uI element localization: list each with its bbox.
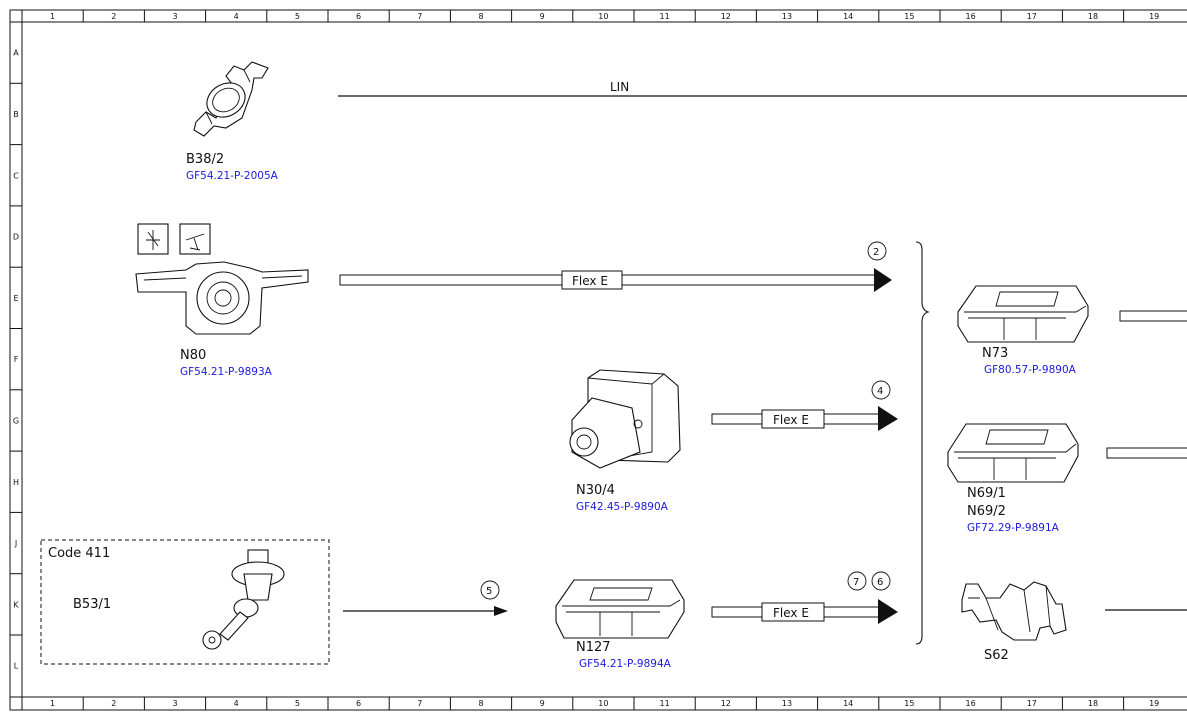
column-label-bottom: 16 xyxy=(966,699,976,708)
column-label-top: 7 xyxy=(417,12,422,21)
n127-flexe-label: Flex E xyxy=(773,606,809,620)
row-label: D xyxy=(13,233,19,242)
column-label-bottom: 15 xyxy=(904,699,914,708)
column-label-bottom: 9 xyxy=(540,699,545,708)
n127-device-icon xyxy=(555,579,685,639)
column-ruler: 1122334455667788991010111112121313141415… xyxy=(21,10,1159,710)
column-label-bottom: 1 xyxy=(50,699,55,708)
n80-flexe-connection: Flex E 2 xyxy=(339,241,892,292)
group-brace xyxy=(915,241,930,645)
n80-ref-link[interactable]: GF54.21-P-9893A xyxy=(180,366,273,378)
column-label-bottom: 11 xyxy=(660,699,670,708)
column-label-top: 12 xyxy=(721,12,731,21)
s62-device-icon xyxy=(961,581,1067,641)
n127-flexe-num-1: 7 xyxy=(853,577,859,588)
lin-bus-label: LIN xyxy=(610,80,629,94)
n30-4-ref-link[interactable]: GF42.45-P-9890A xyxy=(576,501,669,513)
n69-device-icon xyxy=(947,423,1079,483)
column-label-bottom: 2 xyxy=(111,699,116,708)
column-label-top: 2 xyxy=(111,12,116,21)
n73-device-icon xyxy=(957,285,1089,343)
column-label-bottom: 4 xyxy=(234,699,239,708)
row-label: G xyxy=(13,416,19,425)
column-label-top: 1 xyxy=(50,12,55,21)
sheet-frame xyxy=(9,9,1187,711)
b53-1-connection-num: 5 xyxy=(486,586,492,597)
b38-2-ref-link[interactable]: GF54.21-P-2005A xyxy=(186,170,279,182)
column-label-top: 3 xyxy=(172,12,177,21)
column-label-bottom: 7 xyxy=(417,699,422,708)
n80-code: N80 xyxy=(180,348,206,363)
code-411-box xyxy=(40,539,330,665)
s62-code: S62 xyxy=(984,648,1009,663)
column-label-top: 5 xyxy=(295,12,300,21)
column-label-bottom: 6 xyxy=(356,699,361,708)
column-label-top: 10 xyxy=(598,12,608,21)
row-label: C xyxy=(13,171,19,180)
column-label-bottom: 17 xyxy=(1027,699,1037,708)
row-label: L xyxy=(14,662,19,671)
row-label: K xyxy=(13,600,19,609)
n73-ref-link[interactable]: GF80.57-P-9890A xyxy=(984,364,1077,376)
column-label-top: 9 xyxy=(540,12,545,21)
row-label: F xyxy=(14,355,19,364)
n127-code: N127 xyxy=(576,640,611,655)
column-label-bottom: 18 xyxy=(1088,699,1098,708)
row-label: A xyxy=(13,49,19,58)
n73-code: N73 xyxy=(982,346,1008,361)
n69-output-line xyxy=(1106,447,1187,459)
n73-output-line xyxy=(1119,310,1187,322)
row-ruler: A B C D E F G H J K L xyxy=(10,21,22,671)
column-label-bottom: 10 xyxy=(598,699,608,708)
n127-flexe-num-2: 6 xyxy=(877,577,883,588)
column-label-top: 13 xyxy=(782,12,792,21)
n80-device-icon xyxy=(135,261,309,335)
b53-1-device-icon xyxy=(202,549,285,650)
column-label-bottom: 5 xyxy=(295,699,300,708)
column-label-bottom: 3 xyxy=(172,699,177,708)
b53-1-code: B53/1 xyxy=(73,597,111,612)
column-label-top: 17 xyxy=(1027,12,1037,21)
n127-flexe-connection: Flex E 7 6 xyxy=(711,571,898,624)
column-label-top: 18 xyxy=(1088,12,1098,21)
column-label-bottom: 14 xyxy=(843,699,853,708)
n69-ref-link[interactable]: GF72.29-P-9891A xyxy=(967,522,1060,534)
b38-2-code: B38/2 xyxy=(186,152,224,167)
column-label-top: 11 xyxy=(660,12,670,21)
b38-2-device-icon xyxy=(193,61,269,137)
b53-1-connection: 5 xyxy=(343,580,508,616)
column-label-bottom: 12 xyxy=(721,699,731,708)
n30-4-device-icon xyxy=(569,369,681,469)
column-label-top: 6 xyxy=(356,12,361,21)
n127-ref-link[interactable]: GF54.21-P-9894A xyxy=(579,658,672,670)
column-label-top: 4 xyxy=(234,12,239,21)
n69-1-code: N69/1 xyxy=(967,486,1006,501)
column-label-top: 8 xyxy=(478,12,483,21)
n80-function-icons xyxy=(137,223,211,255)
n30-4-flexe-num: 4 xyxy=(877,386,883,397)
n80-flexe-num: 2 xyxy=(873,247,879,258)
column-label-bottom: 19 xyxy=(1149,699,1159,708)
n30-4-flexe-connection: Flex E 4 xyxy=(711,380,898,431)
n80-flexe-label: Flex E xyxy=(572,274,608,288)
n30-4-code: N30/4 xyxy=(576,483,615,498)
row-label: E xyxy=(13,294,18,303)
column-label-top: 15 xyxy=(904,12,914,21)
code-411-title: Code 411 xyxy=(48,546,110,561)
n30-4-flexe-label: Flex E xyxy=(773,413,809,427)
column-label-top: 19 xyxy=(1149,12,1159,21)
row-label: J xyxy=(14,539,17,548)
column-label-bottom: 8 xyxy=(478,699,483,708)
n69-2-code: N69/2 xyxy=(967,504,1006,519)
column-label-top: 16 xyxy=(966,12,976,21)
column-label-top: 14 xyxy=(843,12,853,21)
column-label-bottom: 13 xyxy=(782,699,792,708)
row-label: B xyxy=(13,110,19,119)
row-label: H xyxy=(13,478,19,487)
